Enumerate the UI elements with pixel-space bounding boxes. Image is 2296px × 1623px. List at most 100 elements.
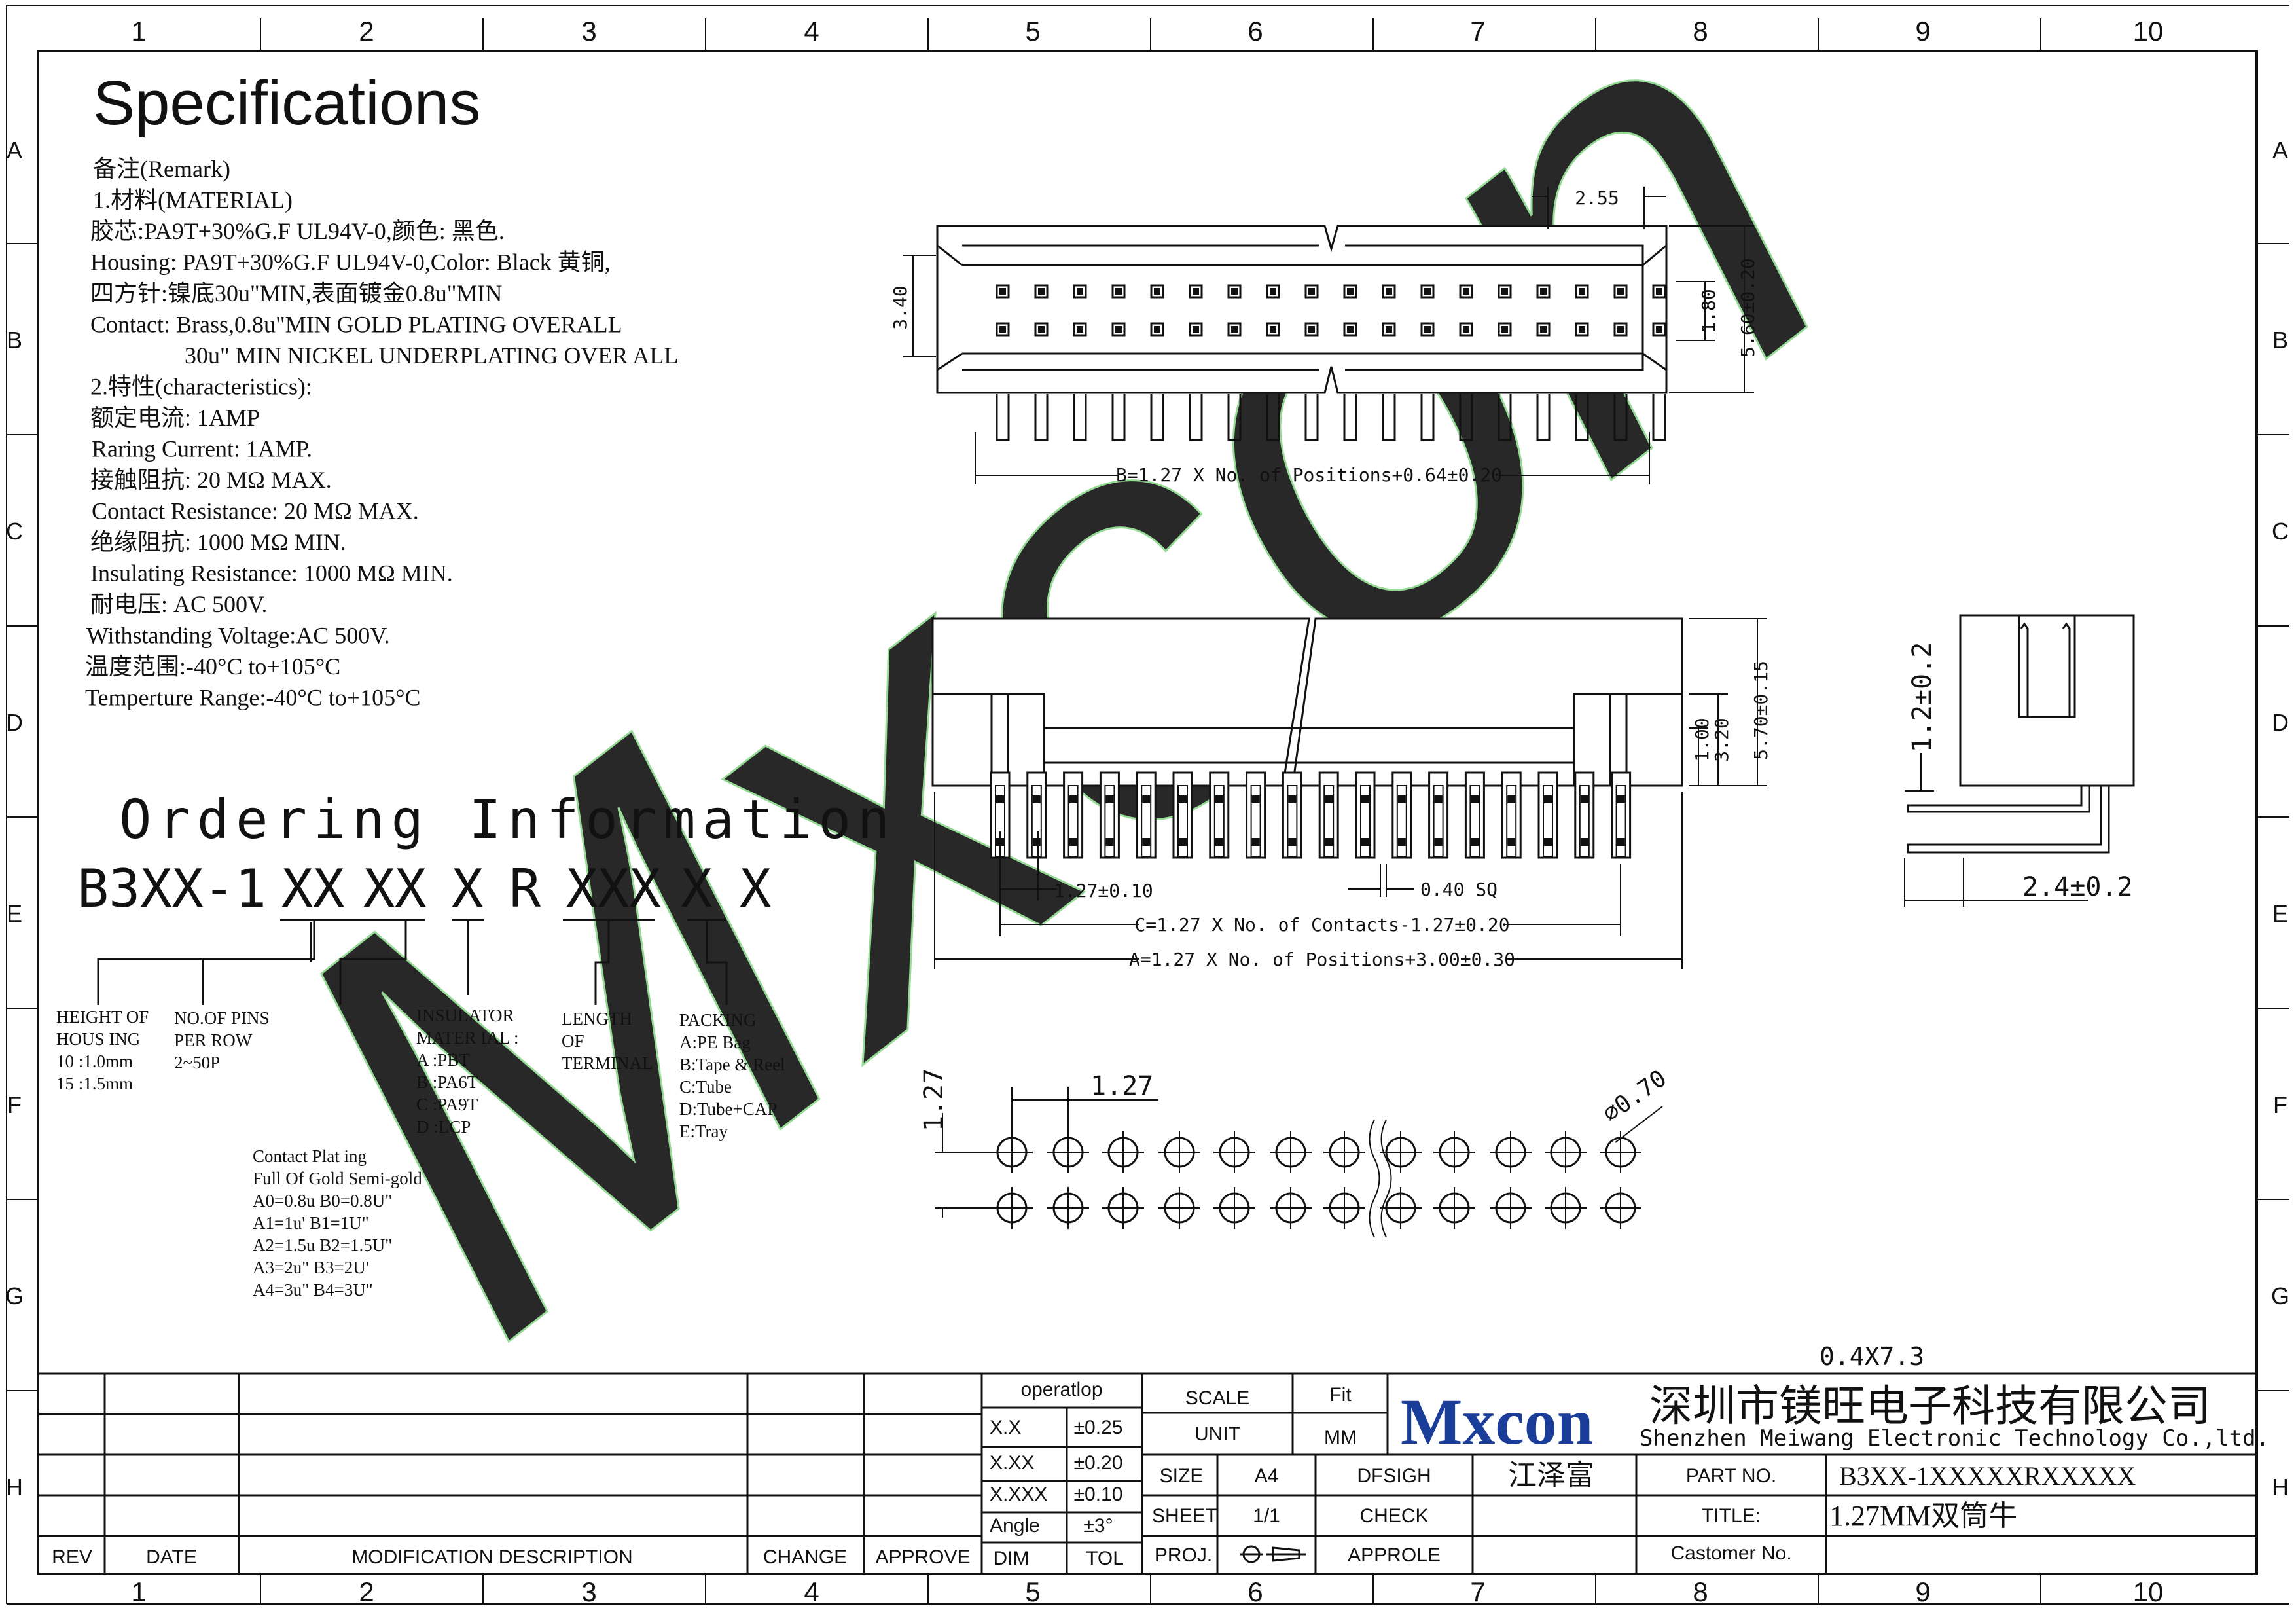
pin-tail [1575,394,1589,441]
spec-line: Insulating Resistance: 1000 MΩ MIN. [90,560,453,587]
spec-line: 绝缘阻抗: 1000 MΩ MIN. [90,529,346,555]
pin-tail [996,394,1010,441]
contact-square-fill [1077,288,1083,295]
front-pin-mark [1179,838,1187,846]
grid-row-label: D [2272,709,2289,736]
front-pin-mark [1397,838,1406,846]
contact-square-fill [1270,288,1276,295]
front-pin-mark [1142,838,1151,846]
revision-header: APPROVE [875,1546,970,1568]
grid-row-label: H [6,1474,23,1501]
ordering-info-line: HOUS ING [56,1029,140,1049]
contact-square-fill [1617,326,1624,333]
ordering-info-line: Full Of Gold Semi-gold [253,1169,422,1188]
contact-square-fill [1617,288,1624,295]
spec-line: 1.材料(MATERIAL) [93,187,293,213]
contact-square [1073,284,1087,299]
grid-column-label: 1 [131,1577,146,1607]
spec-line: Withstanding Voltage:AC 500V. [86,623,390,649]
pin-tail [1420,394,1435,441]
ordering-code-part: B3XX-1 [77,858,266,919]
grid-column-label: 2 [359,16,374,46]
contact-square [1613,322,1628,337]
contact-square [1266,322,1280,337]
dim-pin-square: 0.40 SQ [1420,879,1498,900]
ordering-info-line: HEIGHT OF [56,1007,149,1027]
ordering-code-part: XX [363,858,426,919]
pin-tail [1304,394,1319,441]
contact-square [1536,284,1551,299]
contact-square-fill [1193,326,1199,333]
contact-square [1073,322,1087,337]
contact-square [1304,322,1319,337]
ordering-info-line: 15 :1.5mm [56,1074,133,1093]
ordering-leaders [97,919,728,1005]
projection-symbol-icon [1240,1545,1306,1563]
ordering-info-line: A :PBT [416,1050,470,1070]
front-pin-mark [1142,795,1151,803]
tol-label: TOL [1086,1548,1124,1569]
front-pin-mark [1507,838,1516,846]
grid-column-label: 6 [1247,1577,1263,1607]
front-pin [1246,771,1266,859]
revision-header: REV [52,1546,92,1568]
company-logo: Mxcon [1401,1385,1593,1458]
front-pin-mark [1617,838,1625,846]
revision-header: DATE [146,1546,197,1568]
contact-square-fill [1308,326,1315,333]
grid-row-label: E [2272,900,2288,927]
front-pin-mark [1069,838,1077,846]
pin-tail [1536,394,1551,441]
contact-square-fill [1115,288,1122,295]
contact-square-fill [1193,288,1199,295]
contact-square-fill [1463,288,1469,295]
contact-square [1343,284,1357,299]
grid-column-label: 9 [1915,1577,1930,1607]
contact-square-fill [1231,326,1238,333]
spec-line: Contact: Brass,0.8u"MIN GOLD PLATING OVE… [90,312,622,338]
dim-label: DIM [994,1548,1030,1569]
ordering-info-line: B :PA6T [416,1072,478,1092]
spec-line: 接触阻抗: 20 MΩ MAX. [90,467,332,493]
front-pin-core [1360,785,1371,857]
ordering-info-line: A:PE Bag [679,1032,751,1052]
ordering-info-line: PER ROW [174,1030,253,1050]
contact-square-fill [1231,288,1238,295]
front-pin-mark [1617,795,1625,803]
pin-tail [1111,394,1126,441]
spec-line: 30u" MIN NICKEL UNDERPLATING OVER ALL [185,342,678,369]
contact-square-fill [1386,288,1392,295]
contact-square [1613,284,1628,299]
contact-square [1652,322,1666,337]
front-pin-mark [1251,838,1260,846]
company-name-en: Shenzhen Meiwang Electronic Technology C… [1640,1425,2269,1451]
tolerance-value: ±0.20 [1074,1452,1123,1474]
grid-column-label: 3 [581,1577,596,1607]
front-pin-core [1579,785,1590,857]
ordering-info-line: Contact Plat ing [253,1146,367,1166]
top-view-pins [996,394,1666,441]
front-pin-mark [1544,838,1552,846]
dim-front-h3: 5.70±0.15 [1750,661,1772,760]
ordering-code-part: X [452,858,483,919]
dim-c-formula: C=1.27 X No. of Contacts-1.27±0.20 [1134,914,1509,936]
tolerance-dim: Angle [990,1515,1040,1537]
front-pin-mark [1544,795,1552,803]
front-pin-mark [1325,838,1333,846]
contact-square [996,322,1010,337]
contact-square-fill [1656,288,1662,295]
front-pin-core [1250,785,1261,857]
contact-square-fill [1038,288,1045,295]
ordering-code-part: X [740,858,771,919]
contact-square-fill [1386,326,1392,333]
unit-label: UNIT [1194,1423,1240,1445]
front-view-dimensions [934,618,1767,969]
spec-line: Temperture Range:-40°C to+105°C [85,685,420,711]
grid-ticks [7,18,2289,1604]
ordering-info-line: INSULATOR [416,1006,514,1025]
pin-tail [1652,394,1666,441]
check-label: CHECK [1359,1505,1428,1527]
